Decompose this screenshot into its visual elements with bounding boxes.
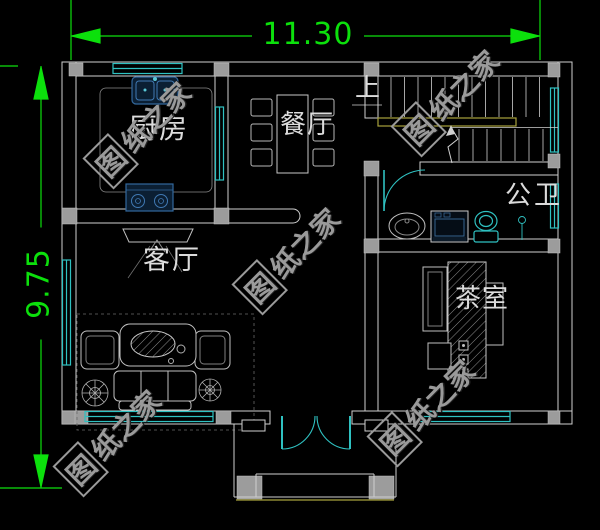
tv-console (122, 228, 194, 279)
dimension-width-label: 11.30 (252, 17, 364, 52)
tea-table (447, 261, 487, 379)
stairs-direction-arrow (446, 125, 459, 164)
room-label-living: 客厅 (143, 245, 201, 276)
interior-walls (75, 75, 559, 412)
room-label-kitchen: 厨房 (129, 112, 190, 145)
entrance-porch (233, 419, 397, 501)
washing-machine (430, 210, 469, 243)
floor-drain (518, 216, 526, 240)
stairs-treads (352, 77, 558, 161)
stairs-handrail (377, 117, 517, 127)
coffee-table (130, 330, 176, 358)
dining-chairs (250, 98, 335, 167)
toilet (473, 210, 499, 243)
room-label-dining: 餐厅 (280, 110, 335, 140)
kitchen-sink (131, 76, 179, 105)
tea-chairs (422, 266, 504, 379)
room-label-tea-room: 茶室 (455, 284, 510, 314)
windows (61, 62, 560, 423)
plants (81, 378, 222, 407)
wall-columns (61, 62, 561, 500)
stairs-up-label: 上 (355, 73, 381, 102)
bathroom-door (383, 169, 426, 212)
kitchen-stove (125, 183, 174, 212)
room-label-bathroom: 公卫 (505, 181, 564, 211)
dimension-height-label: 9.75 (21, 227, 57, 340)
bathroom-sink (388, 212, 426, 240)
dining-table (276, 94, 309, 174)
entrance-double-door (281, 415, 351, 450)
